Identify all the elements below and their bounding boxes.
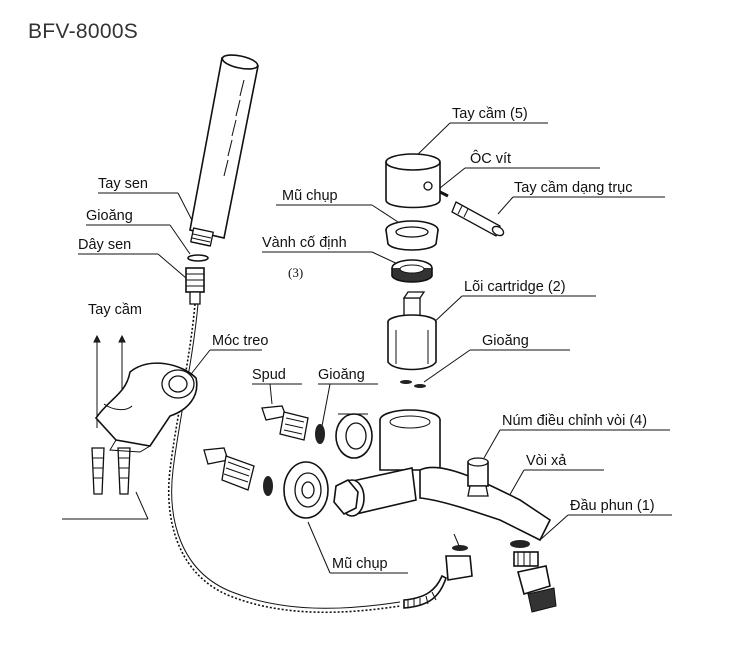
label-day-sen: Dây sen	[78, 237, 132, 253]
label-oc-vit: ÔC vít	[470, 151, 512, 167]
label-mu-chup-bottom: Mũ chụp	[332, 556, 388, 572]
label-dau-phun: Đầu phun (1)	[570, 498, 655, 514]
cartridge-gasket	[400, 380, 426, 388]
cover-lower	[283, 461, 329, 519]
label-tay-sen: Tay sen	[98, 176, 148, 192]
gasket-upper	[315, 424, 325, 444]
label-tay-cam-left: Tay cầm	[88, 302, 142, 318]
fixing-ring	[391, 259, 433, 283]
label-vanh-co-dinh: Vành cố định	[262, 235, 347, 251]
label-gioang-left: Gioăng	[86, 208, 133, 224]
label-spud: Spud	[252, 367, 286, 383]
label-voi-xa: Vòi xả	[526, 453, 567, 469]
gasket-lower	[263, 476, 273, 496]
wall-hook	[94, 362, 198, 453]
shower-elbow	[403, 533, 473, 609]
label-num-dieu-chinh: Núm điều chỉnh vòi (4)	[502, 413, 648, 429]
label-tay-cam-5: Tay cầm (5)	[452, 106, 528, 122]
spud-lower	[203, 447, 255, 491]
cartridge	[387, 291, 437, 371]
spud-upper	[261, 405, 309, 441]
label-loi-cartridge: Lõi cartridge (2)	[464, 279, 566, 295]
aerator	[510, 540, 557, 613]
gasket-left	[187, 254, 209, 262]
lever-rod	[451, 201, 505, 237]
hand-shower	[189, 54, 259, 247]
cover-upper	[335, 413, 373, 459]
label-moc-treo: Móc treo	[212, 333, 269, 349]
label-gioang-mid: Gioăng	[318, 367, 365, 383]
label-tay-cam-dang-truc: Tay cầm dạng trục	[514, 180, 633, 196]
model-title: BFV-8000S	[28, 20, 139, 43]
top-cap	[385, 220, 439, 251]
label-gioang-right: Gioăng	[482, 333, 529, 349]
label-vanh-co-dinh-number: (3)	[288, 265, 304, 280]
mixer-body	[333, 409, 552, 542]
set-screw	[439, 190, 449, 198]
lever-handle-cap	[385, 153, 441, 209]
leader-lines	[62, 122, 672, 574]
label-mu-chup-top: Mũ chụp	[282, 188, 338, 204]
hose-nut	[185, 267, 205, 305]
